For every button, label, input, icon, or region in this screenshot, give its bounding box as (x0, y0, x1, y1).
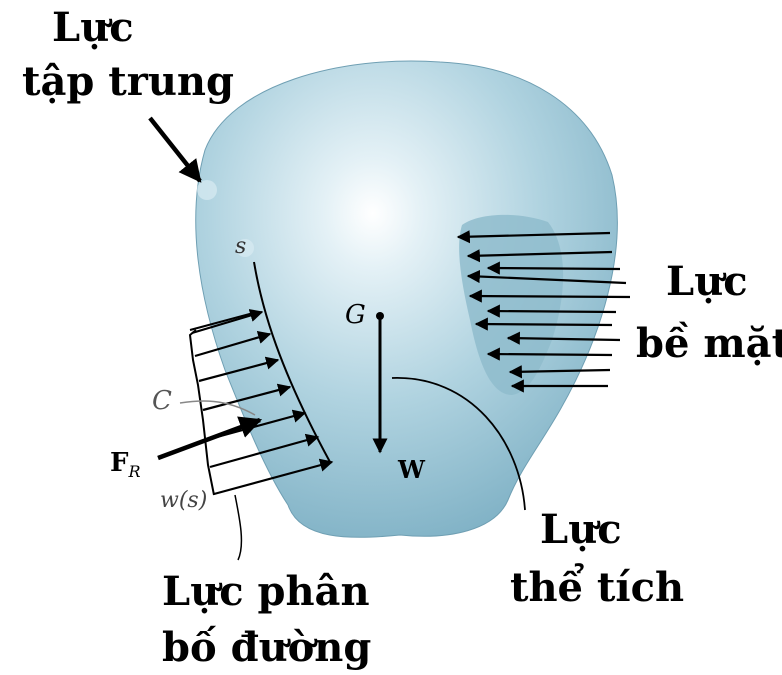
s-point (236, 239, 254, 257)
fr-label: FR (110, 448, 141, 480)
body-force-label-line2: thể tích (510, 564, 685, 611)
surface-force-label-line2: bề mặt (636, 320, 782, 367)
surface-force-patch (459, 214, 564, 395)
ws-label: w(s) (160, 488, 208, 513)
distributed-load-curve (253, 261, 331, 463)
load-envelope-top (189, 311, 258, 331)
body-force-label-line1: Lực (540, 506, 622, 553)
body-force-leader (391, 377, 526, 511)
resultant-force-arrow (157, 416, 263, 461)
g-label: G (345, 300, 366, 330)
concentrated-force-label-line1: Lực (52, 4, 134, 51)
s-label: s (235, 234, 247, 259)
c-label: C (152, 386, 172, 416)
fr-sub: R (128, 462, 141, 481)
distributed-force-label-line2: bố đường (162, 624, 372, 671)
load-envelope (188, 329, 215, 496)
fr-main: F (110, 448, 129, 478)
ws-leader (234, 494, 243, 561)
w-label: W (398, 455, 425, 484)
concentrated-force-arrow (148, 116, 202, 183)
surface-force-label-line1: Lực (666, 258, 748, 305)
distributed-force-label-line1: Lực phân (162, 568, 370, 615)
c-leader (179, 400, 256, 416)
concentrated-contact-point (197, 180, 217, 200)
concentrated-force-label-line2: tập trung (22, 58, 234, 105)
surface-force-arrows (456, 230, 631, 393)
